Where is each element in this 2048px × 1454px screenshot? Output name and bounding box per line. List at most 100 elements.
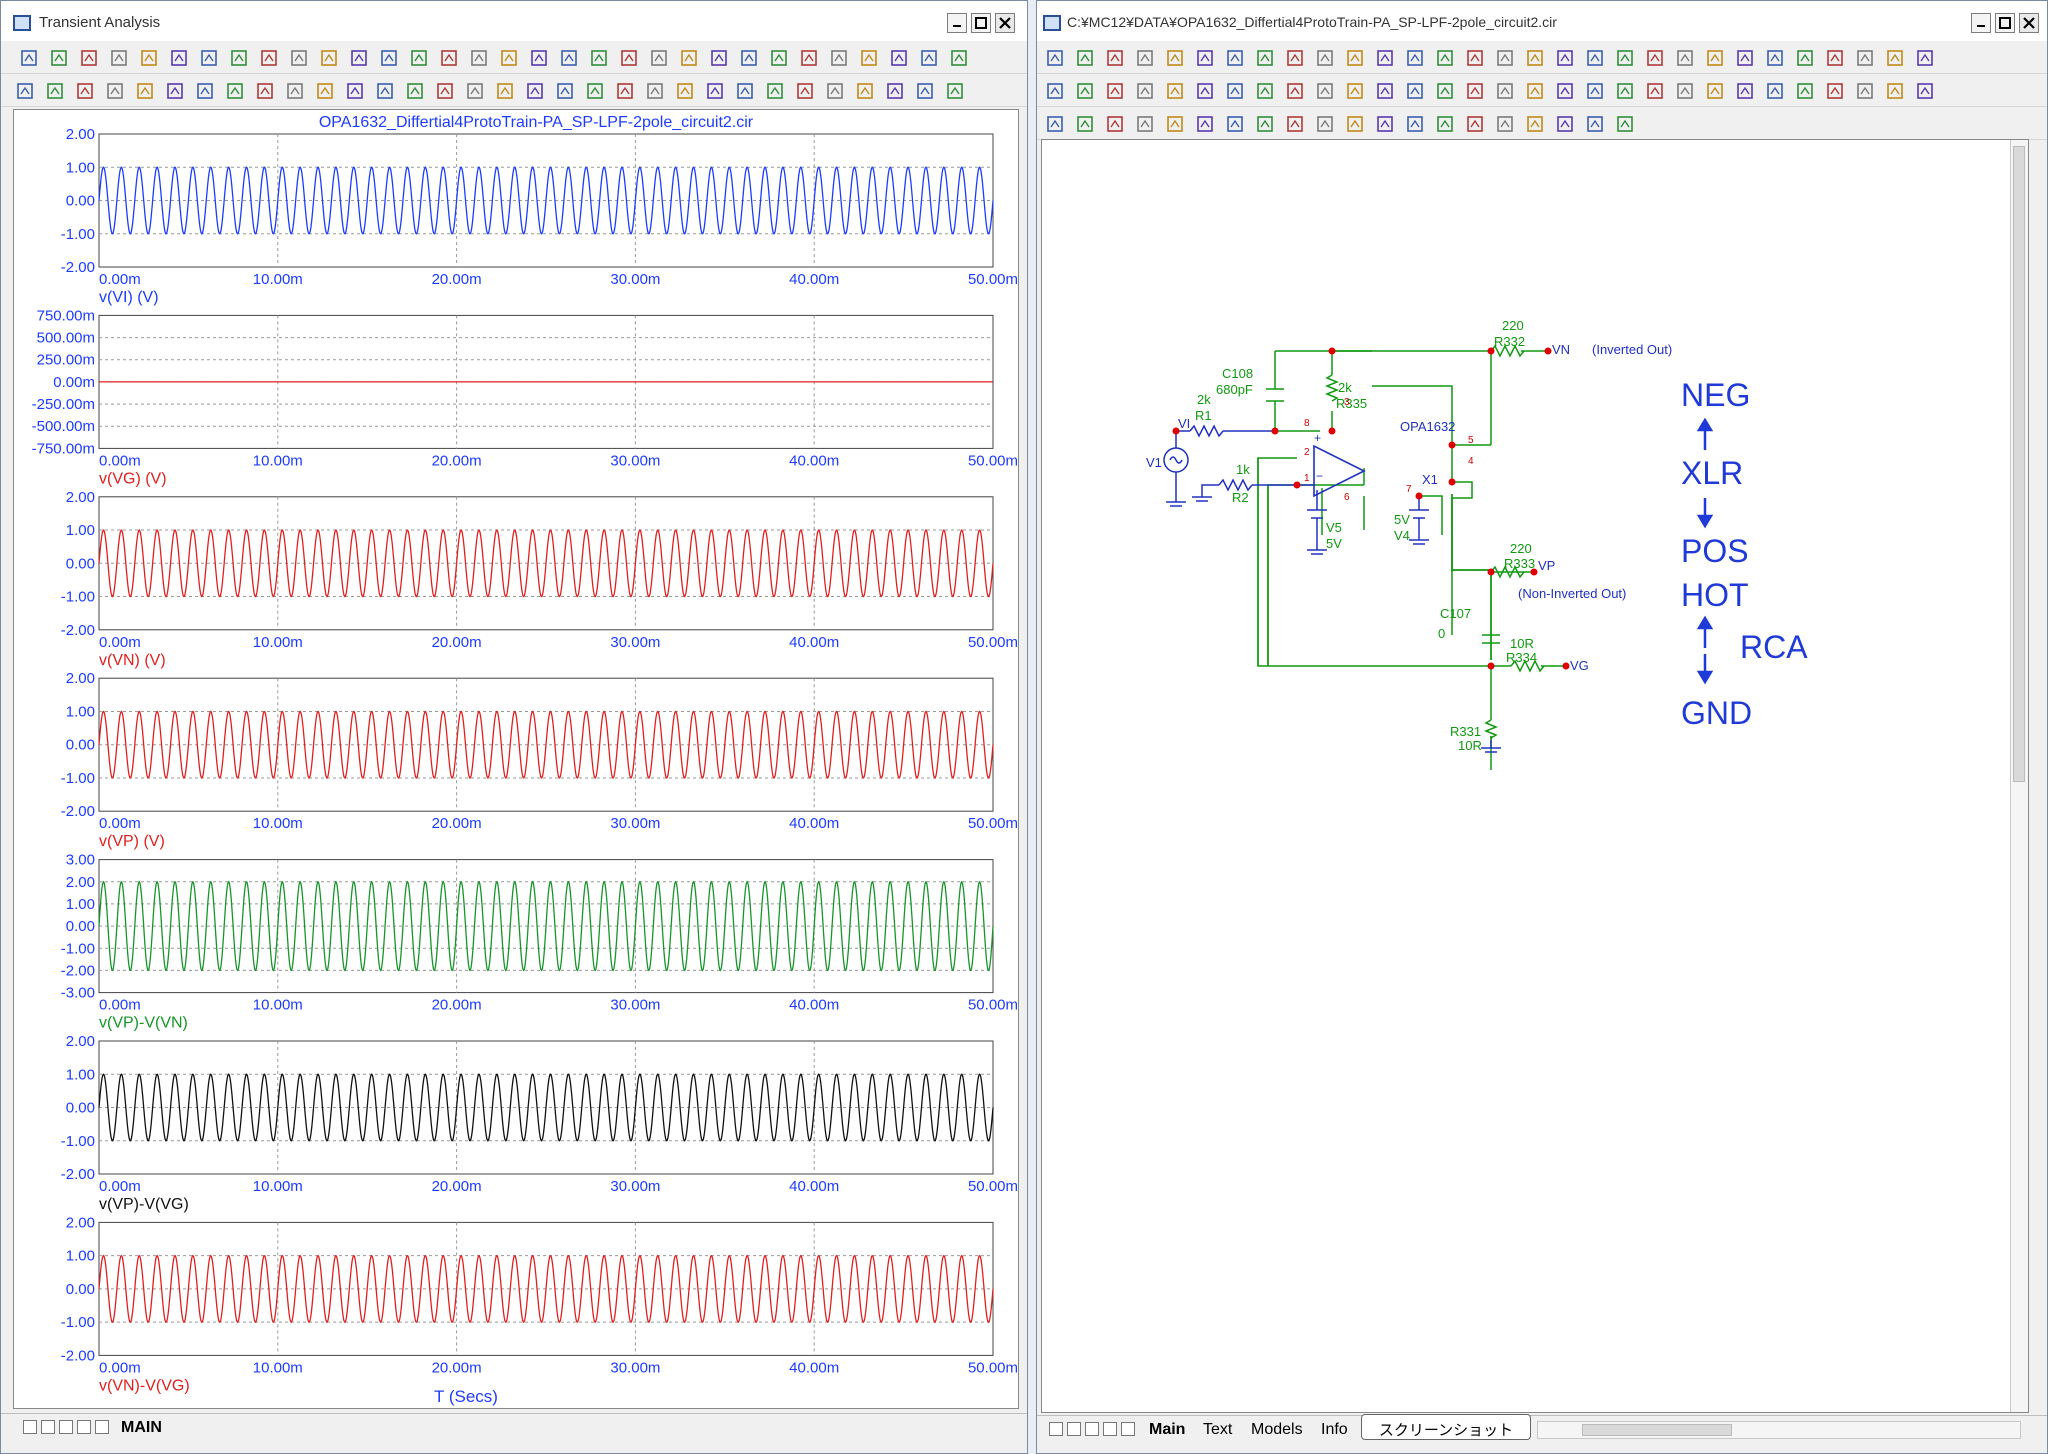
plot-tool-icon[interactable]: [15, 81, 35, 101]
analysis-tool-icon[interactable]: [259, 48, 279, 68]
view-tool-icon[interactable]: [1315, 114, 1335, 134]
nav-prev-page-icon[interactable]: [1067, 1422, 1081, 1436]
edit-tool-icon[interactable]: [1855, 48, 1875, 68]
analysis-tool-icon[interactable]: [679, 48, 699, 68]
component-tool-icon[interactable]: [1615, 81, 1635, 101]
edit-tool-icon[interactable]: [1705, 48, 1725, 68]
view-tool-icon[interactable]: [1555, 114, 1575, 134]
edit-tool-icon[interactable]: [1315, 48, 1335, 68]
analysis-tool-icon[interactable]: [49, 48, 69, 68]
analysis-tool-icon[interactable]: [79, 48, 99, 68]
view-tool-icon[interactable]: [1045, 114, 1065, 134]
plot-tool-icon[interactable]: [165, 81, 185, 101]
view-tool-icon[interactable]: [1615, 114, 1635, 134]
analysis-tool-icon[interactable]: [769, 48, 789, 68]
tab-text[interactable]: Text: [1203, 1421, 1233, 1438]
component-tool-icon[interactable]: [1045, 81, 1065, 101]
plot-tool-icon[interactable]: [345, 81, 365, 101]
view-tool-icon[interactable]: [1255, 114, 1275, 134]
component-tool-icon[interactable]: [1855, 81, 1875, 101]
analysis-tool-icon[interactable]: [919, 48, 939, 68]
plot-tool-icon[interactable]: [795, 81, 815, 101]
tab-info[interactable]: Info: [1321, 1421, 1348, 1438]
plot-tool-icon[interactable]: [705, 81, 725, 101]
component-tool-icon[interactable]: [1495, 81, 1515, 101]
edit-tool-icon[interactable]: [1495, 48, 1515, 68]
view-tool-icon[interactable]: [1075, 114, 1095, 134]
view-tool-icon[interactable]: [1525, 114, 1545, 134]
plot-tool-icon[interactable]: [135, 81, 155, 101]
component-tool-icon[interactable]: [1285, 81, 1305, 101]
nav-first-icon[interactable]: [23, 1420, 37, 1434]
edit-tool-icon[interactable]: [1255, 48, 1275, 68]
component-tool-icon[interactable]: [1885, 81, 1905, 101]
horizontal-scroll-thumb[interactable]: [1582, 1424, 1732, 1436]
analysis-tool-icon[interactable]: [199, 48, 219, 68]
plot-tool-icon[interactable]: [465, 81, 485, 101]
analysis-tool-icon[interactable]: [349, 48, 369, 68]
edit-tool-icon[interactable]: [1465, 48, 1485, 68]
component-tool-icon[interactable]: [1585, 81, 1605, 101]
edit-tool-icon[interactable]: [1825, 48, 1845, 68]
edit-tool-icon[interactable]: [1375, 48, 1395, 68]
analysis-tool-icon[interactable]: [139, 48, 159, 68]
edit-tool-icon[interactable]: [1195, 48, 1215, 68]
component-tool-icon[interactable]: [1675, 81, 1695, 101]
plot-tool-icon[interactable]: [195, 81, 215, 101]
plot-tool-icon[interactable]: [945, 81, 965, 101]
component-tool-icon[interactable]: [1165, 81, 1185, 101]
analysis-tool-icon[interactable]: [889, 48, 909, 68]
analysis-tool-icon[interactable]: [379, 48, 399, 68]
plot-tool-icon[interactable]: [105, 81, 125, 101]
edit-tool-icon[interactable]: [1525, 48, 1545, 68]
view-tool-icon[interactable]: [1435, 114, 1455, 134]
component-tool-icon[interactable]: [1195, 81, 1215, 101]
analysis-tool-icon[interactable]: [619, 48, 639, 68]
component-tool-icon[interactable]: [1255, 81, 1275, 101]
component-tool-icon[interactable]: [1315, 81, 1335, 101]
plot-tool-icon[interactable]: [915, 81, 935, 101]
analysis-tool-icon[interactable]: [709, 48, 729, 68]
plot-tool-icon[interactable]: [225, 81, 245, 101]
tab-main[interactable]: Main: [1149, 1421, 1186, 1438]
analysis-tool-icon[interactable]: [529, 48, 549, 68]
edit-tool-icon[interactable]: [1435, 48, 1455, 68]
analysis-tool-icon[interactable]: [469, 48, 489, 68]
schematic-canvas[interactable]: C108 680pF 2k R1 2k R335 220 R332 1k R2 …: [1041, 139, 2029, 1413]
edit-tool-icon[interactable]: [1045, 48, 1065, 68]
component-tool-icon[interactable]: [1225, 81, 1245, 101]
plot-tool-icon[interactable]: [45, 81, 65, 101]
plot-tool-icon[interactable]: [645, 81, 665, 101]
component-tool-icon[interactable]: [1555, 81, 1575, 101]
analysis-tool-icon[interactable]: [799, 48, 819, 68]
analysis-tool-icon[interactable]: [859, 48, 879, 68]
edit-tool-icon[interactable]: [1075, 48, 1095, 68]
nav-last-icon[interactable]: [1121, 1422, 1135, 1436]
analysis-tool-icon[interactable]: [829, 48, 849, 68]
plot-tool-icon[interactable]: [285, 81, 305, 101]
edit-tool-icon[interactable]: [1795, 48, 1815, 68]
nav-first-icon[interactable]: [1049, 1422, 1063, 1436]
analysis-tool-icon[interactable]: [109, 48, 129, 68]
analysis-tool-icon[interactable]: [649, 48, 669, 68]
view-tool-icon[interactable]: [1285, 114, 1305, 134]
maximize-button[interactable]: [971, 13, 991, 33]
plot-tool-icon[interactable]: [675, 81, 695, 101]
component-tool-icon[interactable]: [1405, 81, 1425, 101]
plot-tool-icon[interactable]: [825, 81, 845, 101]
view-tool-icon[interactable]: [1585, 114, 1605, 134]
component-tool-icon[interactable]: [1915, 81, 1935, 101]
analysis-tool-icon[interactable]: [949, 48, 969, 68]
component-tool-icon[interactable]: [1465, 81, 1485, 101]
component-tool-icon[interactable]: [1735, 81, 1755, 101]
component-tool-icon[interactable]: [1345, 81, 1365, 101]
view-tool-icon[interactable]: [1405, 114, 1425, 134]
tab-main-sheet[interactable]: MAIN: [121, 1419, 162, 1436]
edit-tool-icon[interactable]: [1585, 48, 1605, 68]
plot-tool-icon[interactable]: [615, 81, 635, 101]
component-tool-icon[interactable]: [1525, 81, 1545, 101]
plot-tool-icon[interactable]: [75, 81, 95, 101]
